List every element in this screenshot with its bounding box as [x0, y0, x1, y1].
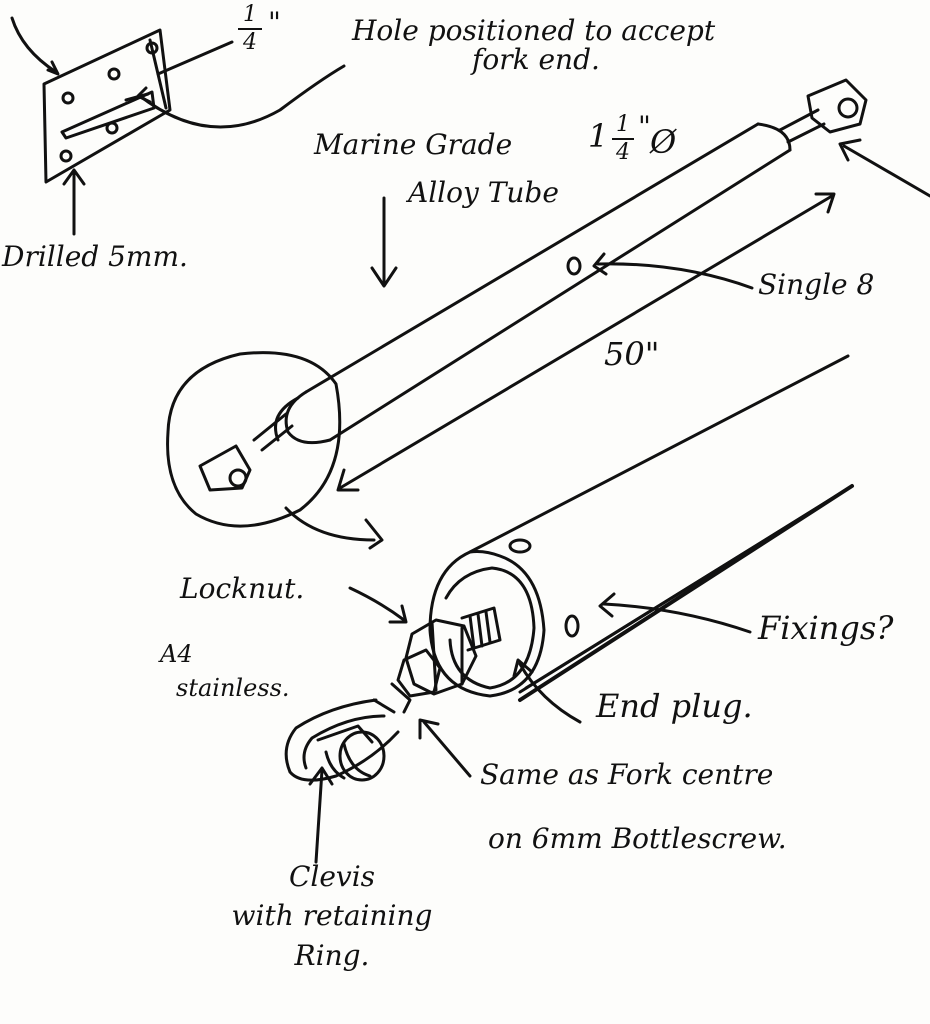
single-hole-label: Single 8: [758, 268, 875, 301]
clevis-line-1: Clevis: [288, 860, 376, 893]
same-as-arrow: [422, 720, 472, 778]
diameter-fraction: 1 4: [612, 114, 634, 164]
stainless-label: stainless.: [176, 674, 290, 702]
alloy-tube-label: Alloy Tube: [408, 176, 559, 209]
hole-leader: [138, 64, 346, 129]
length-label: 50": [604, 335, 660, 373]
end-plug-label: End plug.: [596, 687, 753, 725]
quarter-dim-line: [156, 40, 234, 76]
quarter-numerator: 1: [243, 2, 257, 27]
drilled-5mm-label: Drilled 5mm.: [2, 240, 188, 273]
hole-label-line-2: fork end.: [472, 43, 600, 77]
bottlescrew-label: on 6mm Bottlescrew.: [488, 822, 787, 855]
clevis-label: Clevis with retaining Ring.: [212, 860, 452, 972]
diameter-symbol: Ø: [650, 123, 677, 161]
diameter-denominator: 4: [616, 140, 630, 165]
detail-circle: [166, 351, 342, 528]
quarter-denominator: 4: [243, 30, 257, 55]
end-plug-arrow: [518, 662, 582, 724]
marine-grade-label: Marine Grade: [314, 128, 513, 161]
fixings-arrow: [602, 602, 752, 634]
upper-tube-drawing: [274, 78, 868, 445]
same-as-fork-label: Same as Fork centre: [480, 758, 774, 791]
hinge-arrow-top: [10, 16, 58, 74]
hinge-plate-drawing: [42, 28, 172, 184]
quarter-inch-mark: ": [268, 6, 281, 39]
hole-positioned-label: Hole positioned to accept fork end.: [352, 16, 715, 75]
a4-label: A4: [160, 640, 193, 668]
locknut-arrow: [348, 586, 406, 622]
detail-arrow: [284, 506, 376, 542]
clevis-line-3: Ring.: [294, 938, 370, 972]
diameter-whole-label: 1: [588, 117, 609, 155]
locknut-label: Locknut.: [180, 572, 305, 605]
diameter-numerator: 1: [616, 112, 630, 137]
single-hole-leader: [596, 262, 754, 290]
diameter-inch-mark: ": [638, 110, 651, 143]
length-dimension-line: [338, 194, 834, 490]
clevis-line-2: with retaining: [231, 899, 433, 933]
quarter-inch-fraction: 1 4: [238, 4, 262, 54]
hole-label-line-1: Hole positioned to accept: [352, 14, 716, 47]
clevis-arrow: [314, 768, 324, 864]
fixings-label: Fixings?: [758, 609, 894, 647]
fork-end-arrow: [842, 144, 930, 198]
